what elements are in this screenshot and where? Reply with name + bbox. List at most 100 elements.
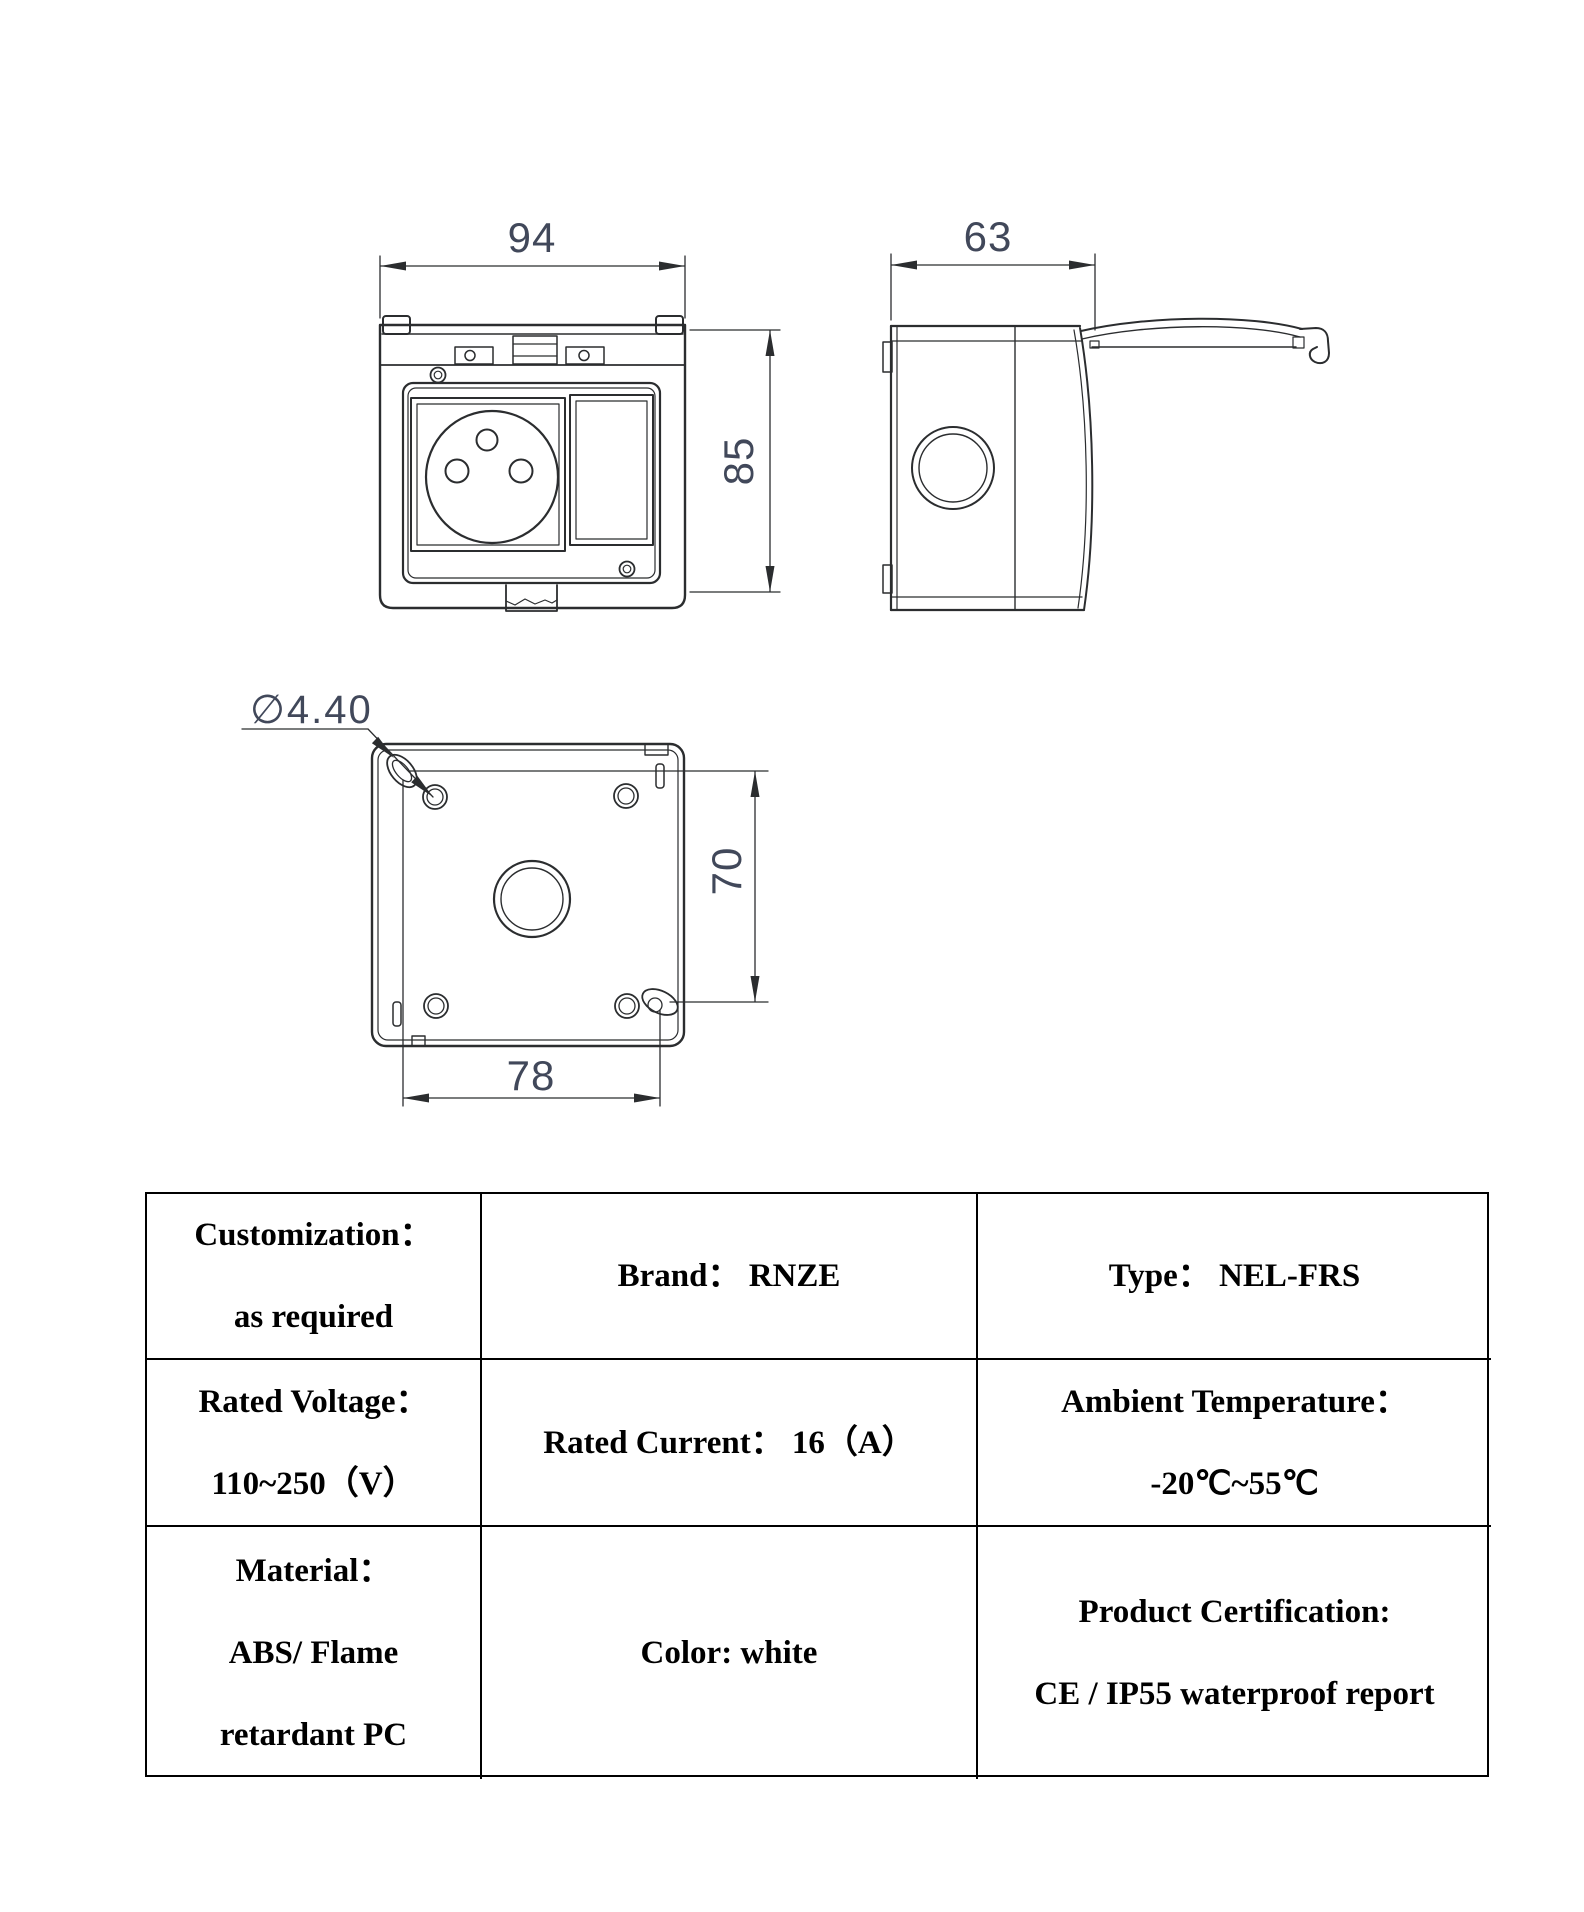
back-slot-bottom-left [392,1001,402,1027]
spec-text-line: as required [233,1299,394,1335]
socket-live-hole [444,458,470,484]
back-plate-outer [370,742,686,1048]
front-height-dim-label: 85 [715,437,762,486]
dim-arrow [765,330,775,356]
spec-text-line: Product Certification: [1078,1594,1391,1630]
back-horizontal-pitch-dim-label: 78 [507,1052,556,1099]
dim-78-lines [402,779,661,1107]
keyhole-bottom-right-inner [647,997,663,1013]
cable-knockout-outer [911,426,995,510]
open-lid-bottom [1081,326,1301,340]
switch-rocker [575,400,648,540]
front-width-dim-label: 94 [508,214,557,261]
back-top-notch [644,743,669,756]
fixing-hole-br [614,993,640,1019]
spec-text-line: ABS/ Flame [228,1635,399,1671]
dim-arrow [750,976,760,1002]
back-plate-inner [377,749,679,1041]
side-clip-top [882,341,893,373]
spec-cell-brand: Brand： RNZE [482,1194,978,1360]
spec-cell-rated-current: Rated Current： 16（A） [482,1360,978,1527]
spec-table: Customization： as required Brand： RNZE T… [145,1192,1491,1779]
dim-arrow [891,260,917,270]
fixing-hole-br-inner [618,997,636,1015]
bottom-tab-breakline [505,598,558,606]
lid-hinge [512,335,558,365]
back-view [370,742,686,1048]
back-vertical-pitch-dim-label: 70 [703,847,750,896]
spec-text-line: CE / IP55 waterproof report [1034,1676,1435,1712]
dim-94-lines [379,255,686,319]
side-view [882,317,1330,612]
bottom-tab [505,584,558,612]
lid-latch-right [565,346,605,365]
dimension-labels: 94 85 63 70 78 ∅4.40 [250,213,1013,1099]
switch-frame-outer [569,394,654,546]
face-panel-inner [407,387,656,579]
socket-earth-pin-hole [475,428,499,452]
side-cover-curve-inner [1073,329,1087,609]
spec-cell-color: Color: white [482,1527,978,1779]
face-screw-top [429,366,447,384]
spec-cell-ambient-temperature: Ambient Temperature： -20℃~55℃ [978,1360,1491,1527]
fixing-hole-bl [423,993,449,1019]
dim-arrow [1069,260,1095,270]
dim-arrow [403,1093,429,1103]
spec-text-line: Ambient Temperature： [1061,1383,1408,1420]
socket-frame-outer [410,397,566,552]
fixing-hole-tl [422,784,448,810]
fixing-hole-bl-inner [427,997,445,1015]
dim-arrow [750,771,760,797]
back-cable-hole-inner [500,867,564,931]
dimension-arrows [371,260,1095,1103]
dim-arrow [765,566,775,592]
cable-knockout-inner [918,433,988,503]
hole-diameter-dim-label: ∅4.40 [250,688,373,732]
keyhole-top-left-inner [391,759,413,783]
front-view [378,315,687,612]
latch-pin-left [464,349,476,362]
leader-arrow [371,736,394,758]
side-cover-curve-outer [1079,327,1094,611]
spec-cell-certification: Product Certification: CE / IP55 waterpr… [978,1527,1491,1779]
face-panel-outer [401,381,662,585]
dim-85-lines [689,329,781,593]
spec-text-line: Rated Voltage： [198,1383,429,1420]
face-screw-bottom [618,560,636,578]
socket-recess-circle [424,409,560,545]
spec-cell-customization: Customization： as required [147,1194,482,1360]
dim-arrow [380,261,406,271]
fixing-hole-tr-inner [617,787,635,805]
spec-text-line: Rated Current： 16（A） [543,1424,915,1461]
face-screw-bottom-slot [622,564,632,574]
drawing-linework [241,253,1330,1107]
keyhole-top-left [386,753,418,789]
lid-end-step [1292,336,1305,349]
face-screw-top-slot [433,370,443,380]
lid-latch-left [454,346,494,365]
socket-neutral-hole [508,458,534,484]
spec-text-line: retardant PC [219,1717,408,1753]
spec-cell-rated-voltage: Rated Voltage： 110~250（V） [147,1360,482,1527]
leader-arrow [411,775,433,797]
spec-cell-material: Material： ABS/ Flame retardant PC [147,1527,482,1779]
front-body-outline [378,323,687,610]
lid-hinge-pin [1089,340,1100,349]
latch-pin-right [578,349,590,362]
lid-hook [1299,327,1330,365]
spec-text-line: Type： NEL-FRS [1108,1258,1361,1294]
fixing-hole-tl-inner [426,788,444,806]
dim-arrow [659,261,685,271]
lid-hinge-line [512,343,558,357]
spec-text-line: Color: white [640,1635,818,1671]
fixing-hole-tr [613,783,639,809]
open-lid-top [1080,317,1303,332]
side-clip-bottom [882,564,893,594]
spec-text-line: Customization： [194,1217,433,1253]
side-depth-dim-label: 63 [964,213,1013,260]
dim-70-lines [409,770,769,1003]
back-bottom-notch [411,1035,426,1047]
spec-text-line: Brand： RNZE [617,1258,841,1294]
spec-text-line: Material： [235,1553,392,1589]
